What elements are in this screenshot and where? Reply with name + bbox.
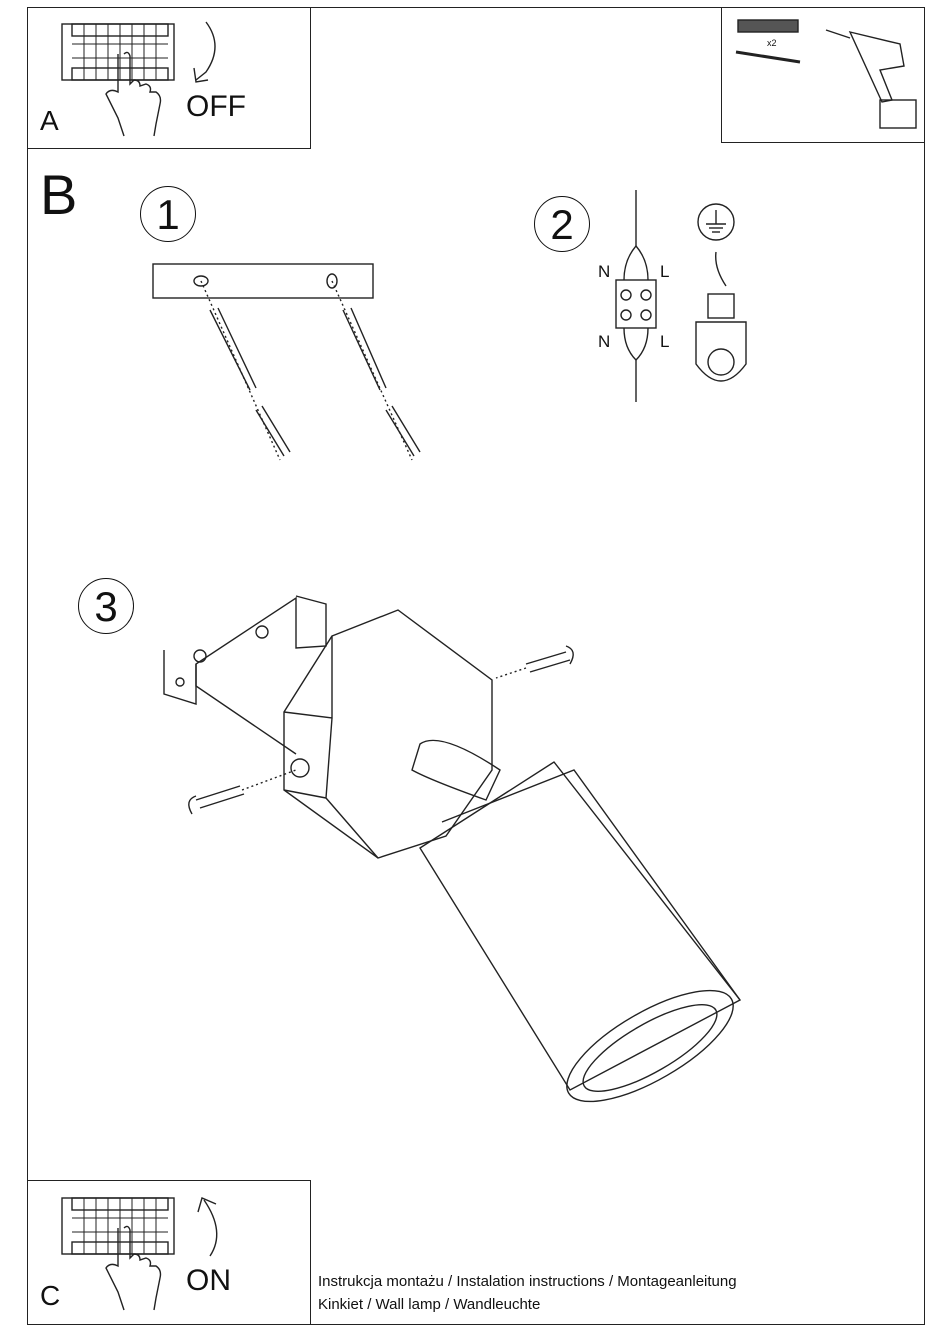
hand-icon xyxy=(105,51,162,137)
lamp-head xyxy=(411,739,742,1103)
arrow-up-icon xyxy=(197,1197,218,1257)
wall-plug-icon xyxy=(735,19,801,64)
switch-off-label: OFF xyxy=(186,90,246,123)
panel-a-box xyxy=(27,7,311,149)
screw-icon xyxy=(188,645,574,815)
caption-title: Instrukcja montażu / Instalation instruc… xyxy=(318,1273,737,1290)
page-frame xyxy=(27,7,925,1325)
wire-label-n: N xyxy=(598,332,611,351)
mounting-bar xyxy=(152,263,374,299)
octagon-base xyxy=(283,609,493,859)
step-number: 2 xyxy=(534,196,590,252)
hand-icon xyxy=(105,1225,162,1311)
bracket xyxy=(163,595,327,755)
wire-label-n: N xyxy=(598,262,611,281)
caption-product: Kinkiet / Wall lamp / Wandleuchte xyxy=(318,1296,541,1313)
tools-box xyxy=(721,7,925,143)
terminal-block-icon xyxy=(615,190,657,402)
step-number: 3 xyxy=(78,578,134,634)
wire-label-l: L xyxy=(660,262,670,281)
arrow-down-icon xyxy=(193,21,216,83)
panel-c-box xyxy=(27,1180,311,1325)
panel-a-label: A xyxy=(40,105,59,136)
wire-label-l: L xyxy=(660,332,670,351)
drill-icon xyxy=(825,29,917,129)
breaker-on-icon xyxy=(61,1197,175,1255)
anchor-count: x2 xyxy=(767,38,777,48)
switch-on-label: ON xyxy=(186,1264,231,1297)
panel-c-label: C xyxy=(40,1280,61,1311)
screw-anchor-icon xyxy=(200,280,421,461)
breaker-off-icon xyxy=(61,23,175,81)
step-number: 1 xyxy=(140,186,196,242)
panel-b-label: B xyxy=(40,163,78,226)
ground-icon xyxy=(695,203,747,382)
